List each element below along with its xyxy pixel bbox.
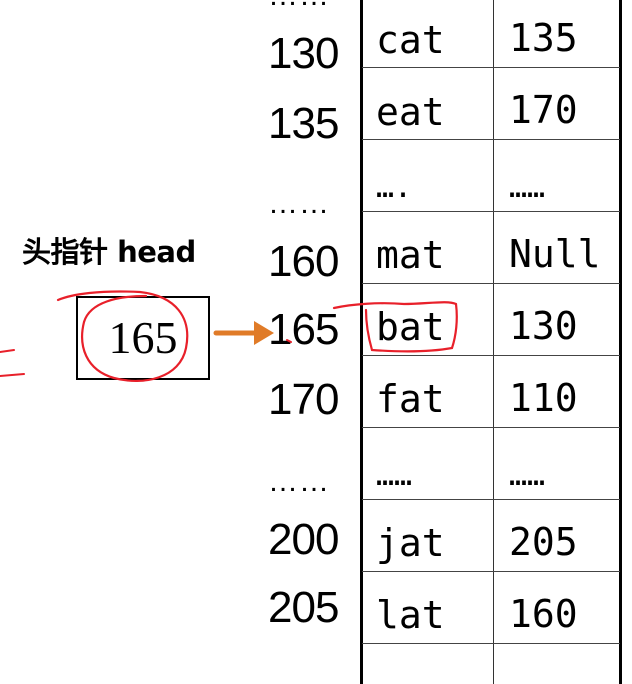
address-label: 135 <box>268 99 339 148</box>
head-pointer-value: 165 <box>108 312 178 363</box>
address-label: …… <box>268 187 330 220</box>
column-divider <box>493 0 494 684</box>
next-cell: 170 <box>509 88 578 132</box>
row-separator <box>362 67 620 68</box>
row-separator <box>362 499 620 500</box>
row-separator <box>362 571 620 572</box>
next-cell: 110 <box>509 376 578 420</box>
data-cell: …. <box>376 170 413 205</box>
next-cell: Null <box>509 232 601 276</box>
next-cell: 205 <box>509 520 578 564</box>
row-separator <box>362 139 620 140</box>
row-separator <box>362 211 620 212</box>
data-cell: jat <box>376 521 445 565</box>
row-separator <box>362 427 620 428</box>
data-cell: bat <box>376 305 445 349</box>
next-cell: 135 <box>509 16 578 60</box>
address-label: 205 <box>268 583 339 632</box>
address-label-partial: …… <box>268 0 358 20</box>
head-pointer-label: 头指针 head <box>22 235 196 269</box>
address-label: 130 <box>268 29 339 78</box>
data-cell: eat <box>376 90 445 134</box>
next-cell: …… <box>509 458 546 493</box>
address-label: 170 <box>268 375 339 424</box>
next-cell: 160 <box>509 592 578 636</box>
data-cell: …… <box>376 458 413 493</box>
data-cell: cat <box>376 18 445 62</box>
annotation-left-mark <box>0 349 15 353</box>
data-cell: lat <box>376 593 445 637</box>
pointer-arrow-icon <box>213 321 274 345</box>
row-separator <box>362 643 620 644</box>
next-cell: …… <box>509 170 546 205</box>
next-cell: 130 <box>509 304 578 348</box>
data-cell: …… <box>376 664 413 684</box>
address-label: …… <box>268 465 330 498</box>
annotation-left-mark <box>0 373 25 377</box>
row-separator <box>362 283 620 284</box>
data-cell: mat <box>376 233 445 277</box>
next-cell: …… <box>509 664 546 684</box>
address-label: 200 <box>268 515 339 564</box>
row-separator <box>362 355 620 356</box>
data-cell: fat <box>376 377 445 421</box>
address-label: 165 <box>268 305 339 354</box>
address-label: 160 <box>268 237 339 286</box>
